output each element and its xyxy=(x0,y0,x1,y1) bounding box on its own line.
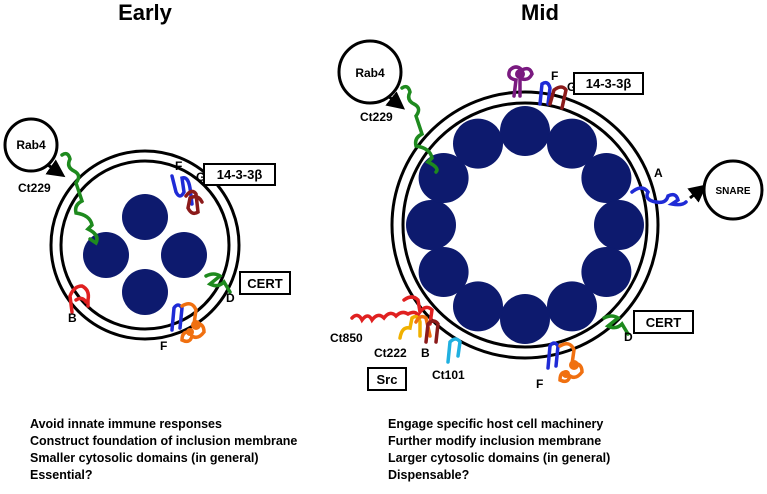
early-note: Construct foundation of inclusion membra… xyxy=(30,434,298,448)
mid-orange-protein xyxy=(558,342,584,384)
early-note: Smaller cytosolic domains (in general) xyxy=(30,451,259,465)
mid-rab4-label: Rab4 xyxy=(355,66,385,80)
mid-notes: Engage specific host cell machinery Furt… xyxy=(388,416,610,484)
mid-g-label: G xyxy=(567,80,576,94)
early-ct229-label: Ct229 xyxy=(18,181,51,195)
early-1433b-box xyxy=(203,163,276,186)
early-b-label: B xyxy=(68,311,77,325)
mid-membrane-outer xyxy=(390,90,660,360)
early-orange-blob xyxy=(191,320,201,330)
mid-a-label: A xyxy=(654,166,663,180)
mid-note: Larger cytosolic domains (in general) xyxy=(388,451,611,465)
mid-cert-label: CERT xyxy=(646,315,681,330)
bacterium xyxy=(547,118,597,169)
mid-f2-label: F xyxy=(536,377,543,391)
early-rab4-label: Rab4 xyxy=(16,138,46,152)
mid-incg-protein xyxy=(548,85,568,110)
early-rab4-circle xyxy=(3,117,59,173)
mid-orange-blob xyxy=(562,370,570,378)
bacterium xyxy=(453,118,503,169)
mid-ct850-protein xyxy=(350,310,420,324)
early-f2-label: F xyxy=(160,339,167,353)
bacterium xyxy=(122,269,168,315)
early-cert-label: CERT xyxy=(247,276,282,291)
early-cert-box xyxy=(239,271,291,295)
mid-ct101-protein xyxy=(446,337,462,364)
mid-src-box xyxy=(367,367,407,391)
early-ct229-protein xyxy=(60,151,99,246)
mid-note: Engage specific host cell machinery xyxy=(388,417,604,431)
early-note: Avoid innate immune responses xyxy=(30,417,222,431)
mid-ct101-label: Ct101 xyxy=(432,368,465,382)
early-1433b-label: 14-3-3β xyxy=(217,167,263,182)
bacterium xyxy=(418,247,469,297)
mid-ct229-protein xyxy=(400,84,439,174)
mid-orange-blob xyxy=(569,360,579,370)
early-incg-protein xyxy=(184,189,204,216)
mid-rab4-circle xyxy=(337,39,403,105)
early-g-label: G xyxy=(196,170,205,184)
mid-note: Further modify inclusion membrane xyxy=(388,434,602,448)
early-membrane-inner xyxy=(59,159,231,331)
mid-bacteria-bodies xyxy=(406,106,644,344)
bacterium xyxy=(594,200,644,250)
mid-cert-box xyxy=(633,310,694,334)
early-d-label: D xyxy=(226,291,235,305)
mid-orange2-protein xyxy=(414,314,432,338)
early-orange-blob xyxy=(186,328,194,336)
bacterium xyxy=(500,106,550,156)
bacterium xyxy=(500,294,550,344)
mid-snare-label: SNARE xyxy=(715,186,750,197)
early-title: Early xyxy=(118,0,173,25)
mid-inca-protein xyxy=(630,186,688,207)
bacterium xyxy=(161,232,207,278)
mid-src-label: Src xyxy=(377,372,398,387)
early-membrane-outer xyxy=(49,149,241,341)
bacterium xyxy=(406,200,456,250)
mid-note: Dispensable? xyxy=(388,468,470,482)
mid-snare-circle xyxy=(702,159,764,221)
early-orange-protein xyxy=(180,302,206,344)
mid-incd-protein xyxy=(602,314,630,336)
mid-1433b-box xyxy=(573,72,644,95)
bacterium xyxy=(122,194,168,240)
mid-ct229-label: Ct229 xyxy=(360,110,393,124)
early-incb-protein xyxy=(68,284,91,314)
early-incf-protein xyxy=(170,174,194,206)
mid-incf-protein xyxy=(538,80,552,106)
mid-snare-arrow xyxy=(687,184,708,203)
bacterium xyxy=(453,281,503,332)
bacterium xyxy=(581,247,632,297)
early-rab4-arrow xyxy=(45,159,66,178)
early-f-label: F xyxy=(175,159,182,173)
early-notes: Avoid innate immune responses Construct … xyxy=(30,416,297,484)
early-note: Essential? xyxy=(30,468,93,482)
mid-f-label: F xyxy=(551,69,558,83)
mid-rab4-arrow xyxy=(385,91,406,110)
mid-b-label: B xyxy=(421,346,430,360)
early-bacteria-bodies xyxy=(83,194,207,315)
mid-1433b-label: 14-3-3β xyxy=(586,76,632,91)
bacterium xyxy=(581,153,632,203)
mid-membrane-inner xyxy=(401,101,649,349)
mid-ct850-label: Ct850 xyxy=(330,331,363,345)
mid-title: Mid xyxy=(521,0,559,25)
early-incd-protein xyxy=(204,272,232,294)
mid-incf2-protein xyxy=(546,341,560,370)
mid-incb-protein xyxy=(424,319,440,344)
mid-ct850-loop xyxy=(402,295,434,326)
mid-ct222-label: Ct222 xyxy=(374,346,407,360)
mid-d-label: D xyxy=(624,330,633,344)
early-incf2-protein xyxy=(170,303,184,332)
mid-purple-blob xyxy=(515,69,525,79)
bacterium xyxy=(547,281,597,332)
